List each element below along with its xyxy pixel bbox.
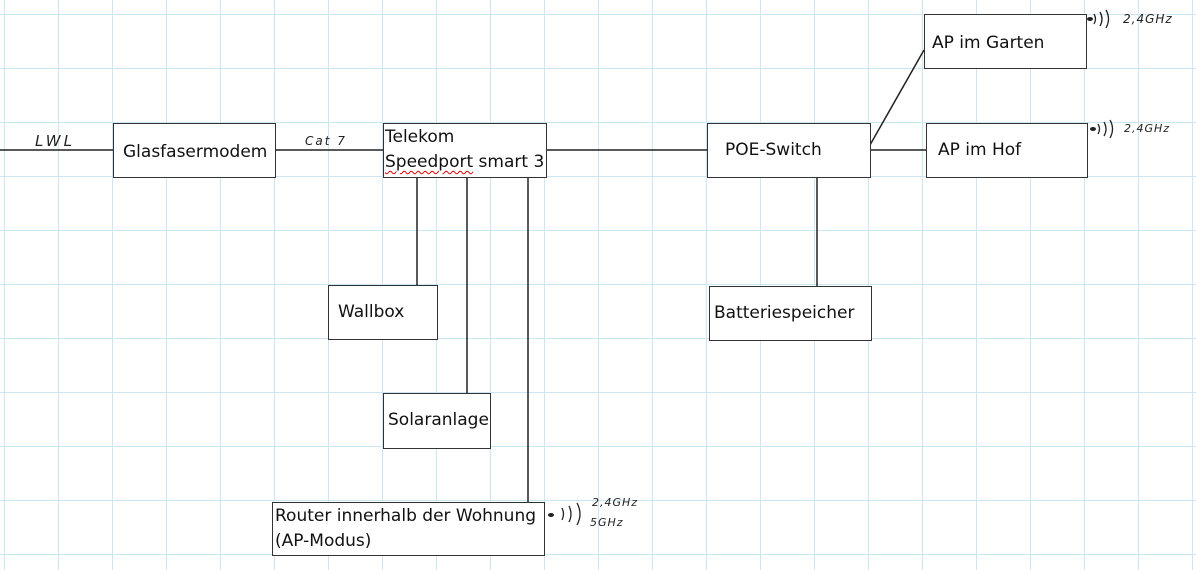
node-label-line2: Speedport smart 3	[385, 149, 544, 175]
node-speedport-router[interactable]: Telekom Speedport smart 3	[383, 123, 547, 178]
wifi-band-inner-router-5: 5GHz	[590, 516, 624, 529]
node-label: Wallbox	[338, 302, 405, 322]
node-ap-im-garten[interactable]: AP im Garten	[924, 14, 1087, 69]
node-label: Glasfasermodem	[123, 142, 268, 162]
node-batteriespeicher[interactable]: Batteriespeicher	[709, 286, 872, 341]
spellcheck-underlined-word: Speedport	[385, 152, 474, 172]
edge-label-cat7: Cat 7	[305, 134, 347, 148]
node-router-innerhalb-wohnung[interactable]: Router innerhalb der Wohnung (AP-Modus)	[272, 502, 545, 556]
wifi-dot-ap-garten	[1087, 17, 1093, 21]
node-label: AP im Hof	[938, 140, 1022, 160]
node-label-line1: Router innerhalb der Wohnung	[275, 506, 537, 526]
wifi-dot-inner-router	[548, 513, 554, 517]
node-ap-im-hof[interactable]: AP im Hof	[926, 123, 1088, 178]
node-wallbox[interactable]: Wallbox	[328, 285, 438, 340]
wifi-waves-ap-hof	[1097, 119, 1114, 139]
node-glasfasermodem[interactable]: Glasfasermodem	[113, 123, 276, 178]
node-solaranlage[interactable]: Solaranlage	[383, 393, 491, 449]
wifi-band-inner-router-24: 2,4GHz	[592, 496, 639, 509]
node-label-line1: Telekom	[385, 127, 455, 147]
edge-label-lwl: LWL	[35, 132, 75, 150]
wifi-waves-ap-garten	[1093, 9, 1110, 29]
node-label: Batteriespeicher	[714, 303, 855, 323]
wifi-waves-inner-router	[561, 502, 581, 526]
node-poe-switch[interactable]: POE-Switch	[707, 123, 871, 178]
wifi-band-ap-hof: 2,4GHz	[1124, 122, 1171, 135]
node-label: Solaranlage	[388, 410, 489, 430]
node-label: POE-Switch	[725, 140, 822, 160]
node-label-line2: (AP-Modus)	[275, 531, 372, 551]
node-label: AP im Garten	[932, 33, 1045, 53]
edge-poe-ap-garten	[869, 49, 925, 146]
node-label-line2-rest: smart 3	[473, 152, 545, 172]
wifi-dot-ap-hof	[1090, 127, 1096, 131]
wifi-band-ap-garten: 2,4GHz	[1123, 12, 1173, 26]
